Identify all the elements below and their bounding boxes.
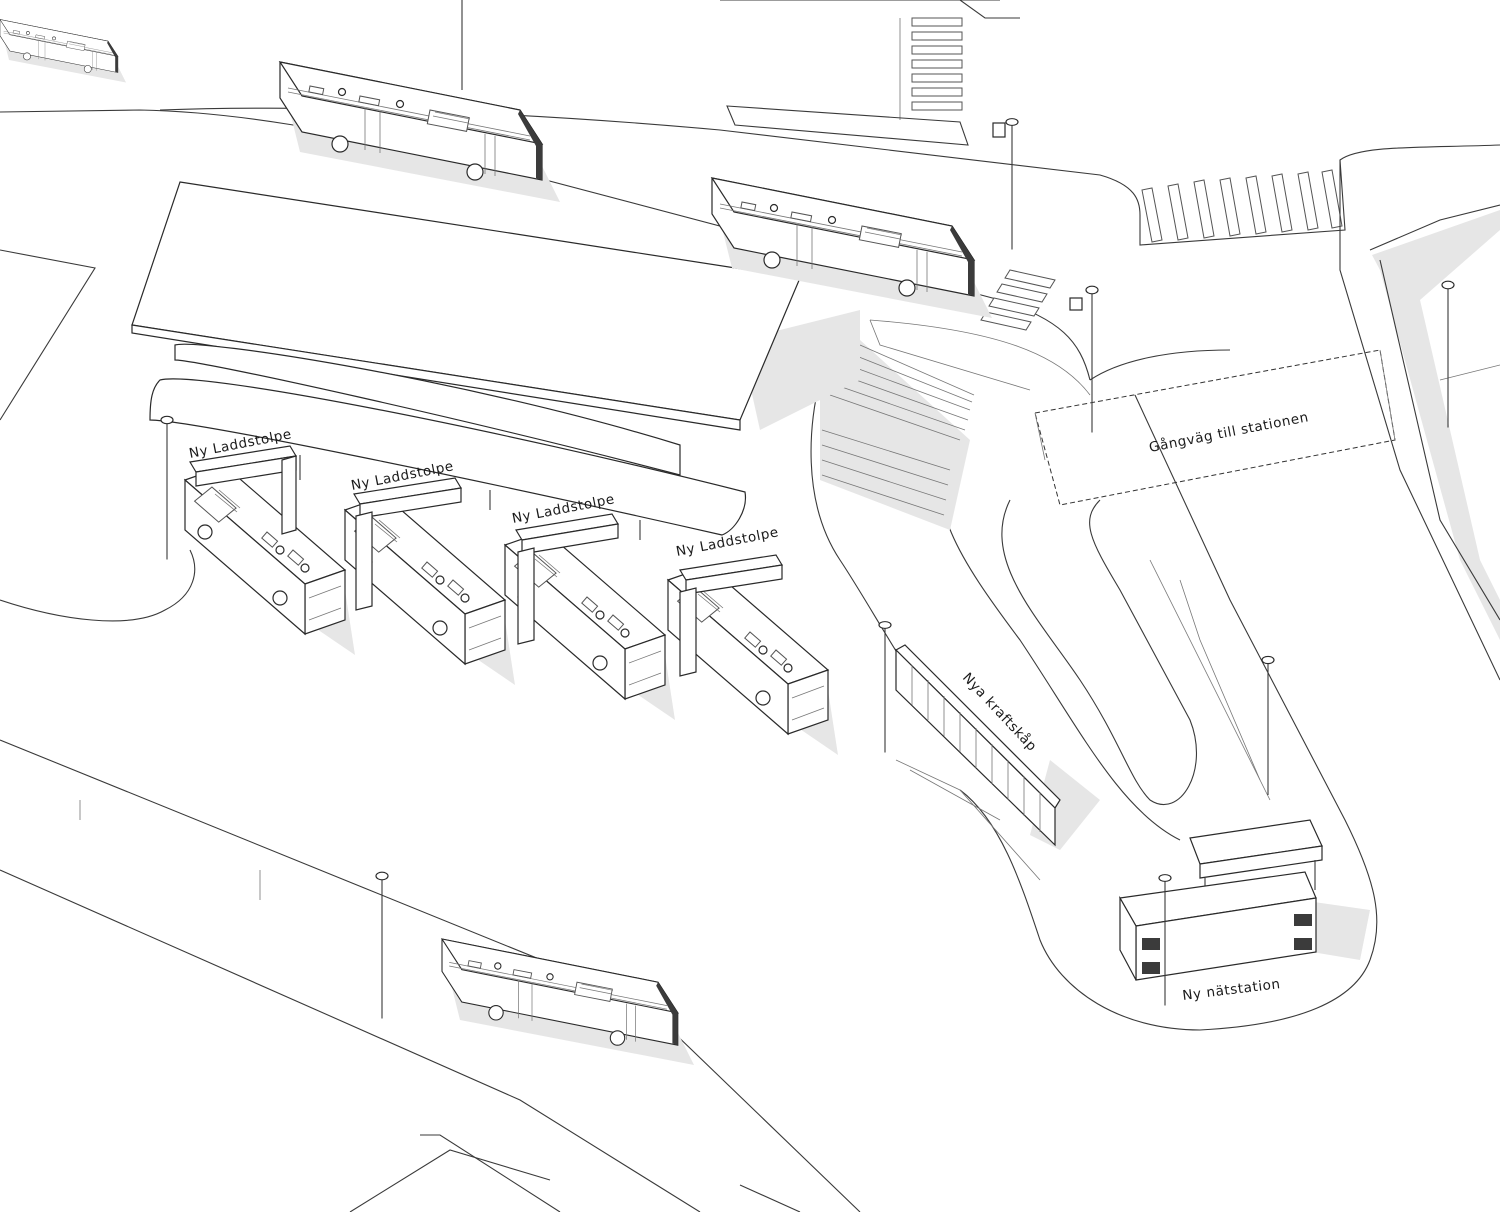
- bus-charging-1: [184, 465, 356, 656]
- charging-post-4: [679, 554, 783, 677]
- charging-post-3: [515, 513, 619, 645]
- crosswalk-small: [980, 269, 1056, 331]
- label-walkway: Gångväg till stationen: [1148, 408, 1311, 456]
- street-lamps: [160, 0, 1455, 1020]
- walkway-footprint: [1034, 349, 1396, 506]
- bus-road-1: [279, 61, 561, 203]
- label-substation: Ny nätstation: [1182, 976, 1282, 1004]
- bus-top-left: [0, 19, 127, 83]
- stair-slope: [820, 340, 975, 530]
- bus-shelter: [131, 181, 860, 540]
- crosswalk-top: [911, 17, 963, 111]
- crosswalk-right: [1141, 169, 1343, 243]
- charging-post-2: [353, 477, 462, 611]
- power-cabinets: [895, 644, 1100, 881]
- substation: [1119, 819, 1370, 981]
- charging-post-1: [189, 445, 297, 535]
- bus-bottom: [441, 938, 695, 1066]
